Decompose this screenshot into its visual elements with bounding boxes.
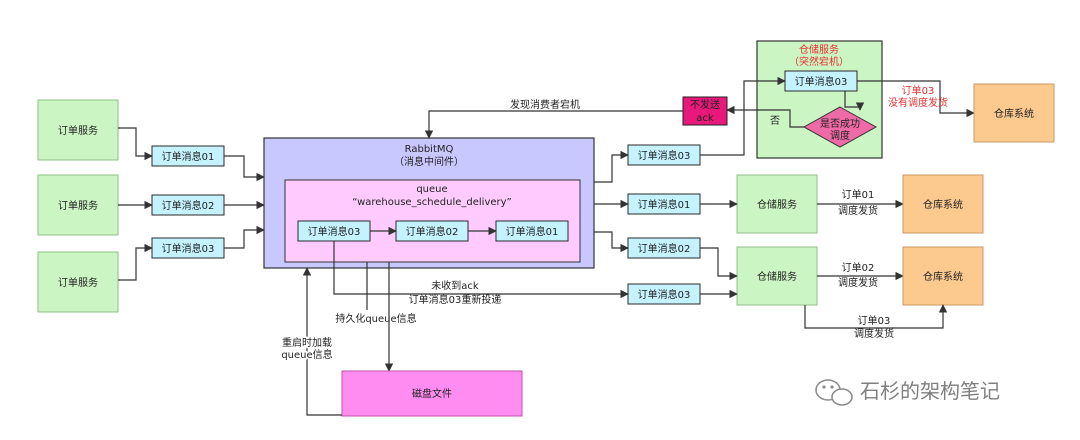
left-message-03-label: 订单消息03	[162, 242, 215, 255]
left-message-01-label: 订单消息01	[162, 150, 215, 163]
redeliver-line1: 未收到ack	[431, 279, 479, 292]
warehouse-service-1: 仓储服务	[736, 174, 818, 234]
consumer-down-label: 发现消费者宕机	[510, 98, 580, 111]
queue-item-03: 订单消息03	[297, 220, 371, 242]
queue-label: queue	[416, 184, 447, 195]
order-service-2-label: 订单服务	[58, 199, 98, 212]
arrow-service2-to-system2-order03	[804, 304, 948, 329]
crashed-message-03-label: 订单消息03	[795, 75, 848, 88]
left-message-02-label: 订单消息02	[162, 199, 215, 212]
arrow-redeliver-msg03	[333, 241, 629, 299]
right-message-01-label: 订单消息01	[638, 198, 691, 211]
crashed-message-03: 订单消息03	[784, 70, 858, 92]
arrow-crashed-to-system	[857, 80, 975, 118]
no-dispatch-line1: 订单03	[902, 85, 935, 97]
arrow-msg02-to-service2	[700, 247, 738, 281]
right-message-01: 订单消息01	[627, 193, 701, 215]
warehouse-system-2: 仓库系统	[902, 246, 984, 306]
queue-item-01: 订单消息01	[495, 220, 569, 242]
no-dispatch-line2: 没有调度发货	[888, 96, 948, 109]
arrow-msg03-to-crashed	[700, 76, 786, 156]
order-service-3: 订单服务	[37, 251, 119, 313]
reload-line2: queue信息	[281, 348, 332, 361]
crashed-service-subtitle: （突然宕机）	[789, 55, 849, 68]
crashed-warehouse-service: 仓储服务 （突然宕机）	[756, 40, 883, 159]
warehouse-service-2-label: 仓储服务	[757, 270, 797, 283]
watermark: 石杉的架构笔记	[815, 379, 1000, 406]
queue-item-02: 订单消息02	[395, 220, 469, 242]
right-message-03-top-label: 订单消息03	[638, 149, 691, 162]
left-message-01: 订单消息01	[151, 145, 225, 167]
left-message-03: 订单消息03	[151, 237, 225, 259]
order-service-3-label: 订单服务	[58, 276, 98, 289]
arrow-msg01-to-mq	[224, 155, 265, 182]
right-message-03-top: 订单消息03	[627, 144, 701, 166]
disk-file-box: 磁盘文件	[341, 370, 523, 417]
arrow-mq-to-msg02	[594, 231, 629, 253]
decision-line2: 调度	[830, 129, 850, 142]
persist-label: 持久化queue信息	[335, 312, 416, 325]
wechat-icon	[815, 379, 853, 406]
arrow-msg03-to-mq	[224, 225, 265, 249]
arrow-disk-reload-to-mq	[302, 267, 342, 416]
redeliver-line2: 订单消息03重新投递	[409, 293, 502, 306]
queue-item-02-label: 订单消息02	[406, 225, 459, 238]
warehouse-system-2-label: 仓库系统	[923, 270, 963, 283]
order-service-2: 订单服务	[37, 174, 119, 236]
no-ack-line1: 不发送	[690, 98, 720, 111]
dispatch02-line2: 调度发货	[838, 276, 878, 289]
order-service-1: 订单服务	[37, 99, 119, 161]
queue-item-03-label: 订单消息03	[308, 225, 361, 238]
no-ack-box: 不发送 ack	[682, 96, 728, 126]
reload-line1: 重启时加载	[282, 336, 332, 349]
arrow-service1-to-msg01	[118, 127, 153, 161]
warehouse-system-top: 仓库系统	[973, 83, 1055, 143]
rabbitmq-subtitle: （消息中间件）	[394, 155, 464, 168]
right-message-02-label: 订单消息02	[638, 242, 691, 255]
disk-file-label: 磁盘文件	[412, 387, 452, 400]
right-message-03-redeliver-label: 订单消息03	[638, 288, 691, 301]
decision-diamond: 是否成功 调度	[802, 106, 878, 148]
arrow-mq-to-msg03-top	[594, 150, 629, 183]
dispatch01-line1: 订单01	[842, 189, 875, 201]
warehouse-system-1: 仓库系统	[902, 174, 984, 234]
warehouse-system-1-label: 仓库系统	[923, 198, 963, 211]
order-service-1-label: 订单服务	[58, 124, 98, 137]
queue-name: “warehouse_schedule_delivery”	[352, 197, 511, 208]
right-message-02: 订单消息02	[627, 237, 701, 259]
arrow-service3-to-msg03	[118, 243, 153, 281]
arrow-decision-to-no-ack	[726, 105, 804, 128]
arrow-no-ack-to-mq	[424, 110, 683, 139]
queue-item-01-label: 订单消息01	[506, 225, 559, 238]
decision-line1: 是否成功	[820, 118, 860, 130]
dispatch01-line2: 调度发货	[838, 204, 878, 217]
dispatch02-line1: 订单02	[842, 262, 875, 274]
crashed-service-title: 仓储服务	[799, 43, 839, 56]
warehouse-service-2: 仓储服务	[736, 246, 818, 306]
dispatch03-line1: 订单03	[858, 315, 891, 327]
left-message-02: 订单消息02	[151, 194, 225, 216]
arrow-crashed-msg-to-decision	[844, 91, 865, 111]
no-label: 否	[770, 115, 780, 127]
watermark-text: 石杉的架构笔记	[860, 379, 1000, 403]
dispatch03-line2: 调度发货	[854, 327, 894, 340]
warehouse-service-1-label: 仓储服务	[757, 198, 797, 211]
right-message-03-redeliver: 订单消息03	[627, 283, 701, 305]
rabbitmq-title: RabbitMQ	[405, 144, 454, 155]
no-ack-line2: ack	[696, 113, 714, 124]
warehouse-system-top-label: 仓库系统	[994, 107, 1034, 120]
